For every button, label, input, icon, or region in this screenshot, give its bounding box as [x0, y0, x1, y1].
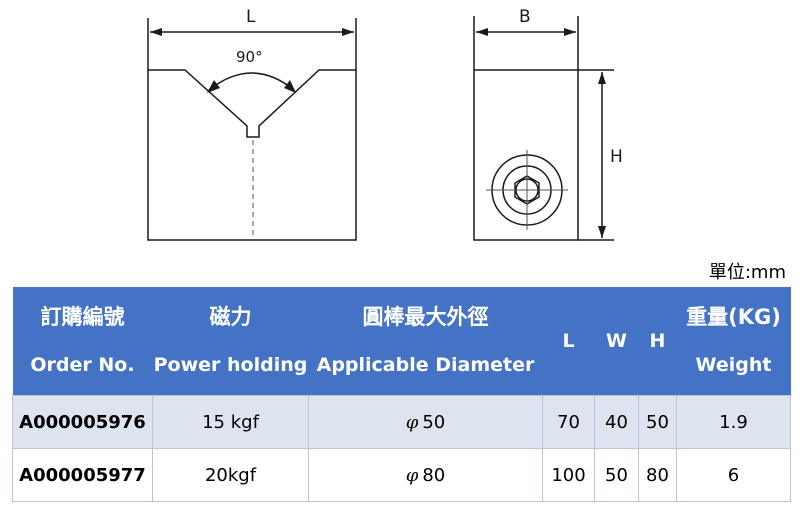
header-weight-zh: 重量(KG) — [686, 305, 781, 329]
weight-value: 1.9 — [676, 395, 791, 449]
b-arrow-left — [476, 28, 488, 36]
length-value: 70 — [542, 395, 595, 449]
l-arrow-right — [342, 28, 354, 36]
header-diameter-zh: 圓棒最大外徑 — [362, 305, 489, 329]
h-arrow-bottom — [598, 226, 606, 238]
phi-symbol: φ — [405, 411, 419, 433]
width-value: 50 — [594, 448, 639, 502]
order-number: A000005977 — [12, 448, 153, 502]
header-power-zh: 磁力 — [209, 305, 252, 329]
length-value: 100 — [542, 448, 595, 502]
angle-label: 90° — [236, 48, 263, 66]
angle-arc — [208, 72, 295, 91]
unit-label: 單位:mm — [708, 262, 786, 283]
height-value: 50 — [638, 395, 677, 449]
side-view-outline — [473, 69, 579, 241]
table-header-row: 訂購編號 Order No. 磁力 Power holding 圓棒最大外徑 A… — [12, 287, 791, 396]
weight-value: 6 — [676, 448, 791, 502]
header-h: H — [638, 287, 677, 396]
spec-table: 訂購編號 Order No. 磁力 Power holding 圓棒最大外徑 A… — [12, 287, 791, 502]
technical-drawing: L 90° B H — [147, 7, 623, 241]
header-diameter-en: Applicable Diameter — [316, 354, 535, 376]
power-holding: 15 kgf — [152, 395, 309, 449]
header-order-zh: 訂購編號 — [40, 305, 125, 329]
l-arrow-left — [150, 28, 162, 36]
header-diameter: 圓棒最大外徑 Applicable Diameter — [308, 287, 543, 396]
b-arrow-right — [564, 28, 576, 36]
height-value: 80 — [638, 448, 677, 502]
power-holding: 20kgf — [152, 448, 309, 502]
width-value: 40 — [594, 395, 639, 449]
angle-arrow-right — [284, 80, 296, 93]
header-power-en: Power holding — [153, 354, 308, 376]
diameter-value: 80 — [422, 464, 446, 486]
l-dimension-label: L — [246, 7, 256, 27]
header-w: W — [594, 287, 639, 396]
header-power: 磁力 Power holding — [152, 287, 309, 396]
h-dimension-label: H — [610, 147, 623, 167]
header-order: 訂購編號 Order No. — [12, 287, 153, 396]
order-number: A000005976 — [12, 395, 153, 449]
v-block-front-outline — [147, 69, 357, 241]
header-order-en: Order No. — [30, 354, 135, 376]
header-weight: 重量(KG) Weight — [676, 287, 791, 396]
diameter-value: 50 — [422, 411, 446, 433]
header-l: L — [542, 287, 595, 396]
angle-arrow-left — [207, 80, 220, 93]
b-dimension-label: B — [519, 7, 531, 27]
h-arrow-top — [598, 72, 606, 84]
phi-symbol: φ — [405, 464, 419, 486]
header-weight-en: Weight — [695, 354, 772, 376]
